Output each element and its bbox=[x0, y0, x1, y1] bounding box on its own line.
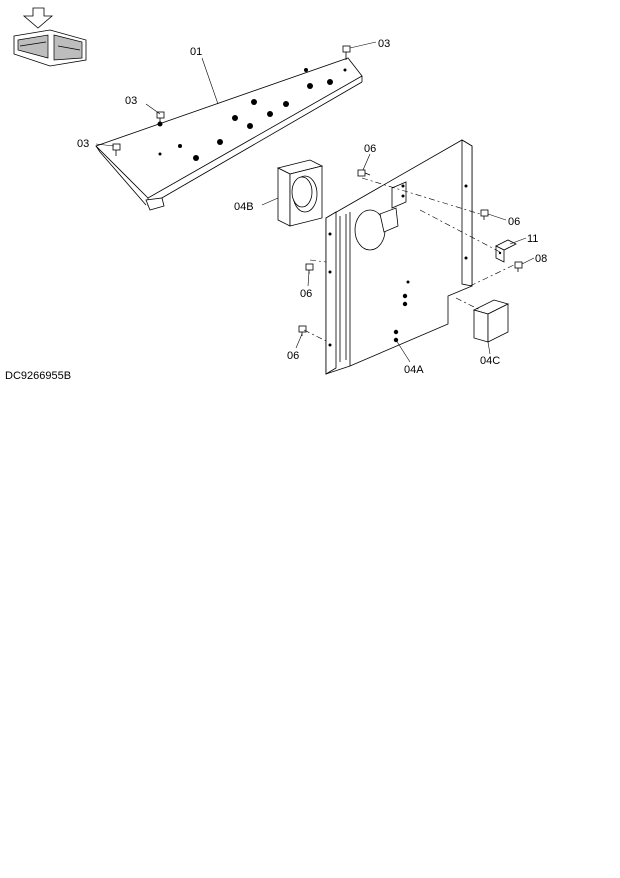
assembly-lines bbox=[303, 177, 517, 343]
callout-06-mid: 06 bbox=[300, 288, 312, 300]
callout-03-mid: 03 bbox=[125, 95, 137, 107]
part-04B-grommet-block bbox=[276, 159, 324, 227]
drawing-code: DC9266955B bbox=[5, 370, 72, 382]
part-06-bolt-upper bbox=[357, 169, 371, 177]
callout-06-right: 06 bbox=[508, 216, 520, 228]
part-11-bracket bbox=[495, 239, 517, 263]
callout-06-low: 06 bbox=[287, 350, 299, 362]
callout-06-upper: 06 bbox=[364, 143, 376, 155]
callout-04C: 04C bbox=[480, 355, 500, 367]
callout-04A: 04A bbox=[404, 364, 424, 376]
part-06-bolt-mid bbox=[305, 263, 314, 274]
part-03-bolt-top bbox=[342, 45, 351, 60]
part-01-cover-plate bbox=[95, 57, 363, 211]
callout-03-top: 03 bbox=[378, 38, 390, 50]
part-06-bolt-low bbox=[298, 325, 307, 336]
part-08-bolt bbox=[514, 261, 523, 272]
part-06-bolt-right bbox=[480, 209, 489, 220]
part-03-bolt-left bbox=[112, 143, 121, 156]
part-04C-end-cap bbox=[472, 299, 510, 343]
callout-03-left: 03 bbox=[77, 138, 89, 150]
callout-01: 01 bbox=[190, 46, 202, 58]
callout-labels: 01 03 03 03 04B 06 06 11 08 06 06 04A 04… bbox=[77, 38, 547, 376]
part-04A-main-panel bbox=[325, 139, 473, 375]
callout-08: 08 bbox=[535, 253, 547, 265]
front-orientation-icon bbox=[13, 7, 87, 67]
leader-lines bbox=[95, 41, 535, 363]
callout-04B: 04B bbox=[234, 201, 254, 213]
part-03-bolt-mid bbox=[156, 111, 165, 124]
callout-11: 11 bbox=[527, 233, 538, 245]
